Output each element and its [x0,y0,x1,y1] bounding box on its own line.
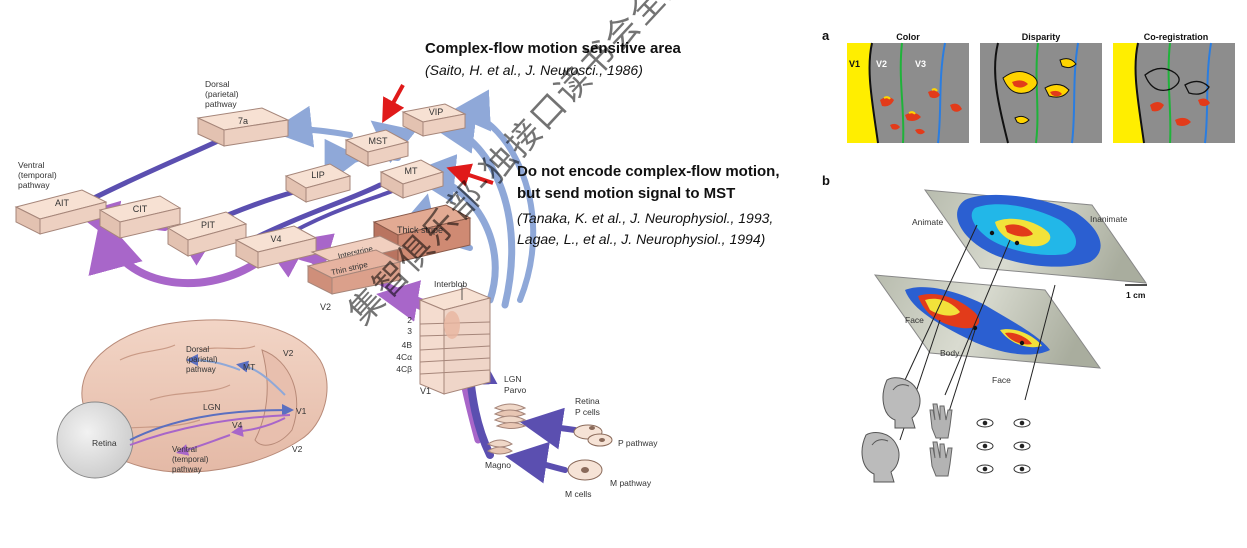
area-cit: CIT [98,195,182,239]
label-layer-4b: 4B [402,340,413,350]
label-lgn: LGN [504,374,521,384]
retina-cells: Retina P cells P pathway M pathway M cel… [565,396,658,499]
mst-citation: (Saito, H. et al., J. Neurosci., 1986) [425,62,643,78]
brain-label-ventral: Ventral(temporal)pathway [172,445,209,474]
label-layer-4ca: 4Cα [396,352,412,362]
label-layer-4cb: 4Cβ [396,364,412,374]
brain-label-v1: V1 [296,406,307,416]
stimulus-head-icon [882,377,921,429]
panel-a-label-v3: V3 [915,59,926,69]
panel-a-label-v2: V2 [876,59,887,69]
label-m-pathway: M pathway [610,478,652,488]
label-cit: CIT [133,204,148,214]
label-p-cells: P cells [575,407,600,417]
label-vip: VIP [429,107,444,117]
mt-citation-line2: Lagae, L., et al., J. Neurophysiol., 199… [517,231,766,247]
stimulus-hand-icon-2 [929,441,953,477]
brain-label-retina: Retina [92,438,117,448]
area-7a: 7a [196,107,290,147]
panel-a-title-color: Color [896,32,920,42]
brain-label-v4: V4 [232,420,243,430]
mt-citation-line1: (Tanaka, K. et al., J. Neurophysiol., 19… [517,210,774,226]
label-ventral-stream: Ventral (temporal) pathway [18,160,59,190]
label-dorsal-stream: Dorsal (parietal) pathway [205,79,241,109]
stimulus-hand-icon [929,403,953,439]
area-vip: VIP [401,103,467,137]
panel-b-inanimate: Inanimate [1090,214,1128,224]
label-ait: AIT [55,198,70,208]
panel-b-face2: Face [992,375,1011,385]
panel-a-letter: a [822,28,830,43]
label-interblob: Interblob [434,279,467,289]
panel-b: b Animate Inanimate Face Body Face 1 cm [822,173,1148,483]
area-lip: LIP [284,163,352,203]
area-pit: PIT [166,211,248,257]
area-v4: V4 [234,225,318,269]
label-v2: V2 [320,302,331,312]
brain-label-v2-top: V2 [283,348,294,358]
lgn-parvo: LGN Parvo [493,374,526,429]
label-magno: Magno [485,460,511,470]
label-thick-stripe: Thick stripe [397,225,443,235]
label-lip: LIP [311,170,325,180]
mt-heading-line1: Do not encode complex-flow motion, [517,163,780,180]
area-ait: AIT [14,189,108,235]
label-pit: PIT [201,220,216,230]
label-layer-3: 3 [407,326,412,336]
red-arrow-mst [382,84,405,124]
panel-b-animate: Animate [912,217,943,227]
panel-a-label-v1: V1 [849,59,860,69]
label-v1: V1 [420,386,431,396]
label-m-cells: M cells [565,489,591,499]
area-thick-stripe: Thick stripe [372,204,472,263]
stimulus-eye-icons [976,418,1031,474]
panel-b-scale-label: 1 cm [1126,290,1146,300]
brain-diagram: Dorsal(parietal)pathway Ventral(temporal… [56,319,328,479]
label-v4: V4 [270,234,281,244]
label-retina: Retina [575,396,600,406]
panel-a-color-map: V1 V2 V3 [847,42,969,144]
label-mst: MST [369,136,389,146]
panel-a: a Color Disparity Co-registration V1 V2 … [822,28,1235,144]
panel-a-title-coreg: Co-registration [1144,32,1209,42]
mt-heading-line2: but send motion signal to MST [517,185,736,202]
panel-b-face: Face [905,315,924,325]
label-mt: MT [405,166,418,176]
label-parvo: Parvo [504,385,526,395]
stimulus-head-icon-2 [861,432,900,483]
panel-b-letter: b [822,173,830,188]
brain-label-dorsal: Dorsal(parietal)pathway [186,345,218,374]
red-arrow-mt [446,163,494,187]
label-layer-2: 2 [407,315,412,325]
brain-label-v2-bottom: V2 [292,444,303,454]
label-7a: 7a [238,116,248,126]
panel-a-disparity-map [980,42,1102,144]
panel-b-body: Body [940,348,960,358]
brain-label-lgn: LGN [203,402,220,412]
area-thin-stripe: Thin stripe [306,249,402,295]
panel-a-coreg-map [1113,42,1235,144]
area-v1-block: Interblob 2 3 4B 4Cα 4Cβ V1 [396,279,492,396]
lgn-magno: Magno [485,439,513,470]
label-p-pathway: P pathway [618,438,658,448]
area-mst: MST [344,129,410,167]
panel-a-title-disparity: Disparity [1022,32,1061,42]
area-mt: MT [379,159,445,199]
mst-heading: Complex-flow motion sensitive area [425,40,681,57]
brain-label-mt: MT [243,362,255,372]
